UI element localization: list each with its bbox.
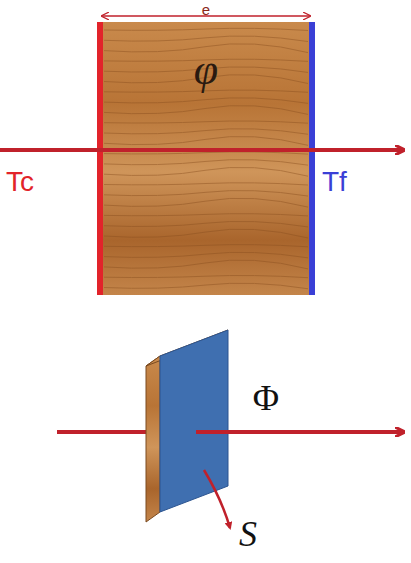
cold-face [309, 22, 315, 295]
wood-grain [104, 98, 308, 104]
surface-label: S [239, 516, 257, 552]
wood-wall [100, 22, 312, 295]
wood-grain [104, 260, 308, 269]
flux-density-symbol: φ [194, 48, 218, 92]
wood-grain [104, 229, 308, 238]
wood-grain [104, 167, 308, 176]
wood-grain [104, 160, 308, 166]
heat-flux-arrow [0, 148, 403, 152]
wood-grain [104, 36, 308, 42]
wood-grain [104, 252, 308, 258]
hot-face [97, 22, 103, 295]
wood-grain [104, 129, 308, 135]
slab-surface [160, 330, 228, 512]
wood-grain [104, 190, 308, 196]
wood-grain [104, 152, 308, 154]
incoming-flux-arrow [57, 430, 150, 434]
wood-grain [104, 28, 308, 30]
wood-grain [104, 245, 308, 247]
flux-symbol: Φ [253, 380, 279, 416]
hot-temperature-label: Tc [6, 168, 34, 196]
wood-grain [104, 198, 308, 207]
wood-grain [104, 183, 308, 185]
cold-temperature-label: Tf [322, 168, 347, 196]
wood-grain [104, 283, 308, 289]
surface-pointer [204, 470, 230, 528]
thickness-label: e [202, 2, 210, 17]
slab-edge [146, 356, 160, 522]
outgoing-flux-arrow [196, 430, 403, 434]
wood-grain [104, 136, 308, 145]
wood-grain [104, 275, 308, 277]
wood-grain [104, 121, 308, 123]
wood-grain [104, 105, 308, 114]
wood-grain [104, 214, 308, 216]
wood-grain [104, 221, 308, 227]
